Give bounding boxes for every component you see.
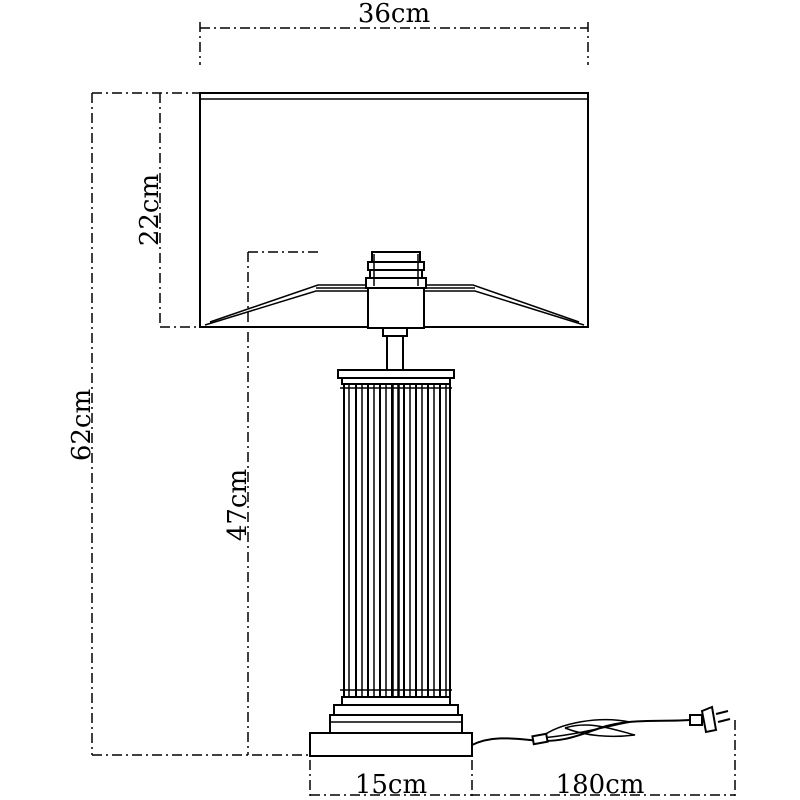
cord-length-label: 180cm <box>556 770 645 800</box>
lamp-neck <box>382 327 408 371</box>
shade-width-label: 36cm <box>358 0 430 29</box>
lamp-socket <box>365 251 427 329</box>
body-height-label: 47cm <box>223 469 253 541</box>
power-plug <box>689 705 731 734</box>
base-width-label: 15cm <box>355 770 427 800</box>
lamp-column <box>337 369 455 706</box>
shade-height-label: 22cm <box>135 174 165 246</box>
total-height-label: 62cm <box>67 389 97 461</box>
cord-switch <box>531 732 549 746</box>
dimension-lines <box>91 22 736 800</box>
power-cord <box>471 719 691 746</box>
lamp-base <box>309 704 473 757</box>
